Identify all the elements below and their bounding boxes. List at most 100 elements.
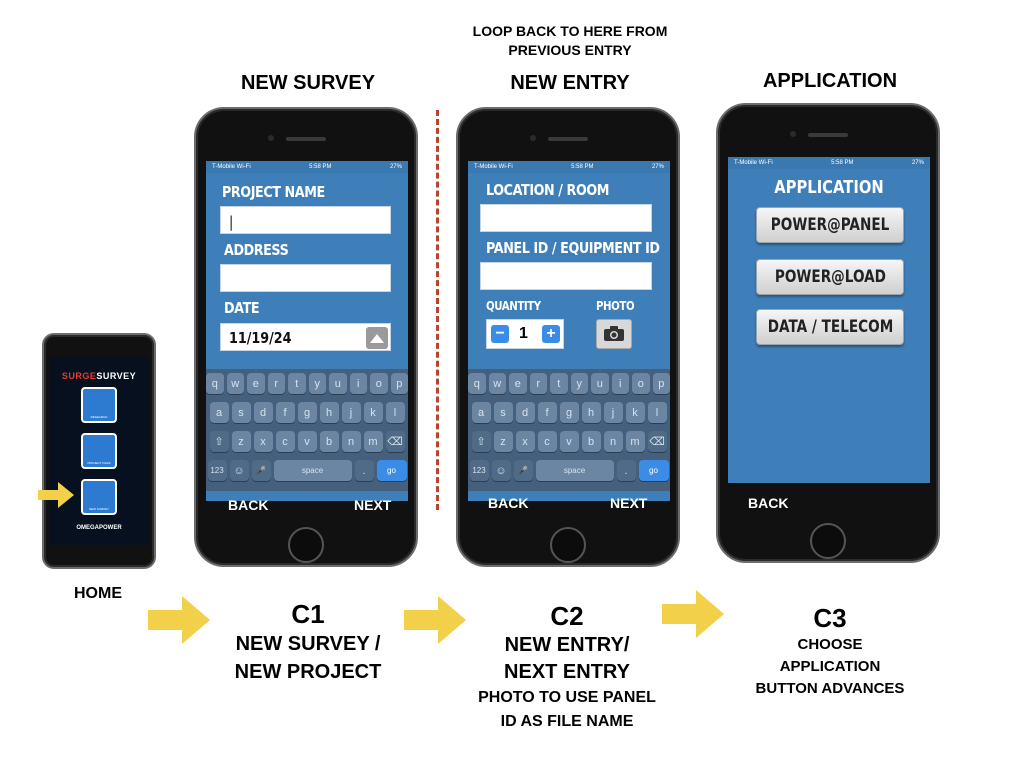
key[interactable]: z [493, 431, 513, 452]
key[interactable]: c [537, 431, 557, 452]
delete-key[interactable]: ⌫ [385, 431, 405, 452]
key[interactable]: m [625, 431, 645, 452]
space-key[interactable]: space [273, 460, 352, 481]
dictation-key[interactable]: 🎤 [513, 460, 533, 481]
back-button[interactable]: BACK [228, 497, 269, 513]
key[interactable]: f [275, 402, 295, 423]
back-button[interactable]: BACK [748, 495, 789, 511]
key[interactable]: q [468, 373, 486, 394]
date-input[interactable]: 11/19/24 [220, 323, 391, 351]
data-telecom-button[interactable]: DATA / TELECOM [756, 309, 904, 345]
key[interactable]: i [611, 373, 629, 394]
key[interactable]: p [652, 373, 670, 394]
key[interactable]: d [515, 402, 535, 423]
c1-id: C1 [291, 599, 325, 629]
c3-line: BUTTON ADVANCES [755, 680, 905, 697]
space-key[interactable]: space [535, 460, 614, 481]
period-key[interactable]: . [616, 460, 636, 481]
c2-caption: C2 NEW ENTRY/ NEXT ENTRY PHOTO TO USE PA… [452, 600, 682, 734]
key[interactable]: w [226, 373, 244, 394]
address-input[interactable] [220, 264, 391, 292]
key[interactable]: x [253, 431, 273, 452]
key[interactable]: k [625, 402, 645, 423]
key[interactable]: b [581, 431, 601, 452]
key[interactable]: i [349, 373, 367, 394]
dictation-key[interactable]: 🎤 [251, 460, 271, 481]
key[interactable]: y [570, 373, 588, 394]
delete-key[interactable]: ⌫ [647, 431, 667, 452]
shift-key[interactable]: ⇧ [471, 431, 491, 452]
key[interactable]: o [370, 373, 388, 394]
key[interactable]: m [363, 431, 383, 452]
next-button[interactable]: NEXT [354, 497, 392, 513]
date-picker-button[interactable] [366, 327, 388, 349]
power-at-panel-button[interactable]: POWER@PANEL [756, 207, 904, 243]
emoji-key[interactable]: ☺ [229, 460, 249, 481]
c2-line: ID AS FILE NAME [500, 713, 634, 730]
key[interactable]: z [231, 431, 251, 452]
numbers-key[interactable]: 123 [469, 460, 489, 481]
project-name-input[interactable]: | [220, 206, 391, 234]
key[interactable]: n [341, 431, 361, 452]
emoji-key[interactable]: ☺ [491, 460, 511, 481]
key[interactable]: q [206, 373, 224, 394]
earpiece [808, 133, 848, 137]
decrement-button[interactable]: − [491, 325, 509, 343]
key[interactable]: v [297, 431, 317, 452]
power-at-load-button[interactable]: POWER@LOAD [756, 259, 904, 295]
key[interactable]: e [509, 373, 527, 394]
increment-button[interactable]: + [542, 325, 560, 343]
shift-key[interactable]: ⇧ [209, 431, 229, 452]
key[interactable]: t [550, 373, 568, 394]
key[interactable]: n [603, 431, 623, 452]
period-key[interactable]: . [354, 460, 374, 481]
numbers-key[interactable]: 123 [207, 460, 227, 481]
key[interactable]: w [488, 373, 506, 394]
key[interactable]: p [390, 373, 408, 394]
next-button[interactable]: NEXT [610, 495, 648, 511]
key[interactable]: f [537, 402, 557, 423]
key[interactable]: l [385, 402, 405, 423]
key[interactable]: y [308, 373, 326, 394]
key[interactable]: j [341, 402, 361, 423]
key[interactable]: j [603, 402, 623, 423]
photo-button[interactable] [596, 319, 632, 349]
key[interactable]: g [559, 402, 579, 423]
project-files-icon[interactable]: PROJECT FILES [81, 433, 117, 469]
key[interactable]: a [471, 402, 491, 423]
research-icon[interactable]: RESEARCH [81, 387, 117, 423]
key[interactable]: d [253, 402, 273, 423]
go-key[interactable]: go [638, 460, 669, 481]
key[interactable]: x [515, 431, 535, 452]
key[interactable]: e [247, 373, 265, 394]
key[interactable]: k [363, 402, 383, 423]
key[interactable]: b [319, 431, 339, 452]
go-key[interactable]: go [376, 460, 407, 481]
key[interactable]: g [297, 402, 317, 423]
key[interactable]: h [581, 402, 601, 423]
c2-id: C2 [550, 601, 584, 631]
key[interactable]: o [632, 373, 650, 394]
key[interactable]: r [267, 373, 285, 394]
home-button[interactable] [550, 527, 586, 563]
home-button[interactable] [810, 523, 846, 559]
key[interactable]: t [288, 373, 306, 394]
key[interactable]: s [231, 402, 251, 423]
location-room-input[interactable] [480, 204, 652, 232]
key[interactable]: l [647, 402, 667, 423]
key[interactable]: a [209, 402, 229, 423]
new-survey-icon[interactable]: NEW SURVEY [81, 479, 117, 515]
key[interactable]: u [329, 373, 347, 394]
key[interactable]: v [559, 431, 579, 452]
key[interactable]: h [319, 402, 339, 423]
panel-id-input[interactable] [480, 262, 652, 290]
key[interactable]: r [529, 373, 547, 394]
home-button[interactable] [288, 527, 324, 563]
key[interactable]: s [493, 402, 513, 423]
key[interactable]: u [591, 373, 609, 394]
back-button[interactable]: BACK [488, 495, 529, 511]
key[interactable]: c [275, 431, 295, 452]
